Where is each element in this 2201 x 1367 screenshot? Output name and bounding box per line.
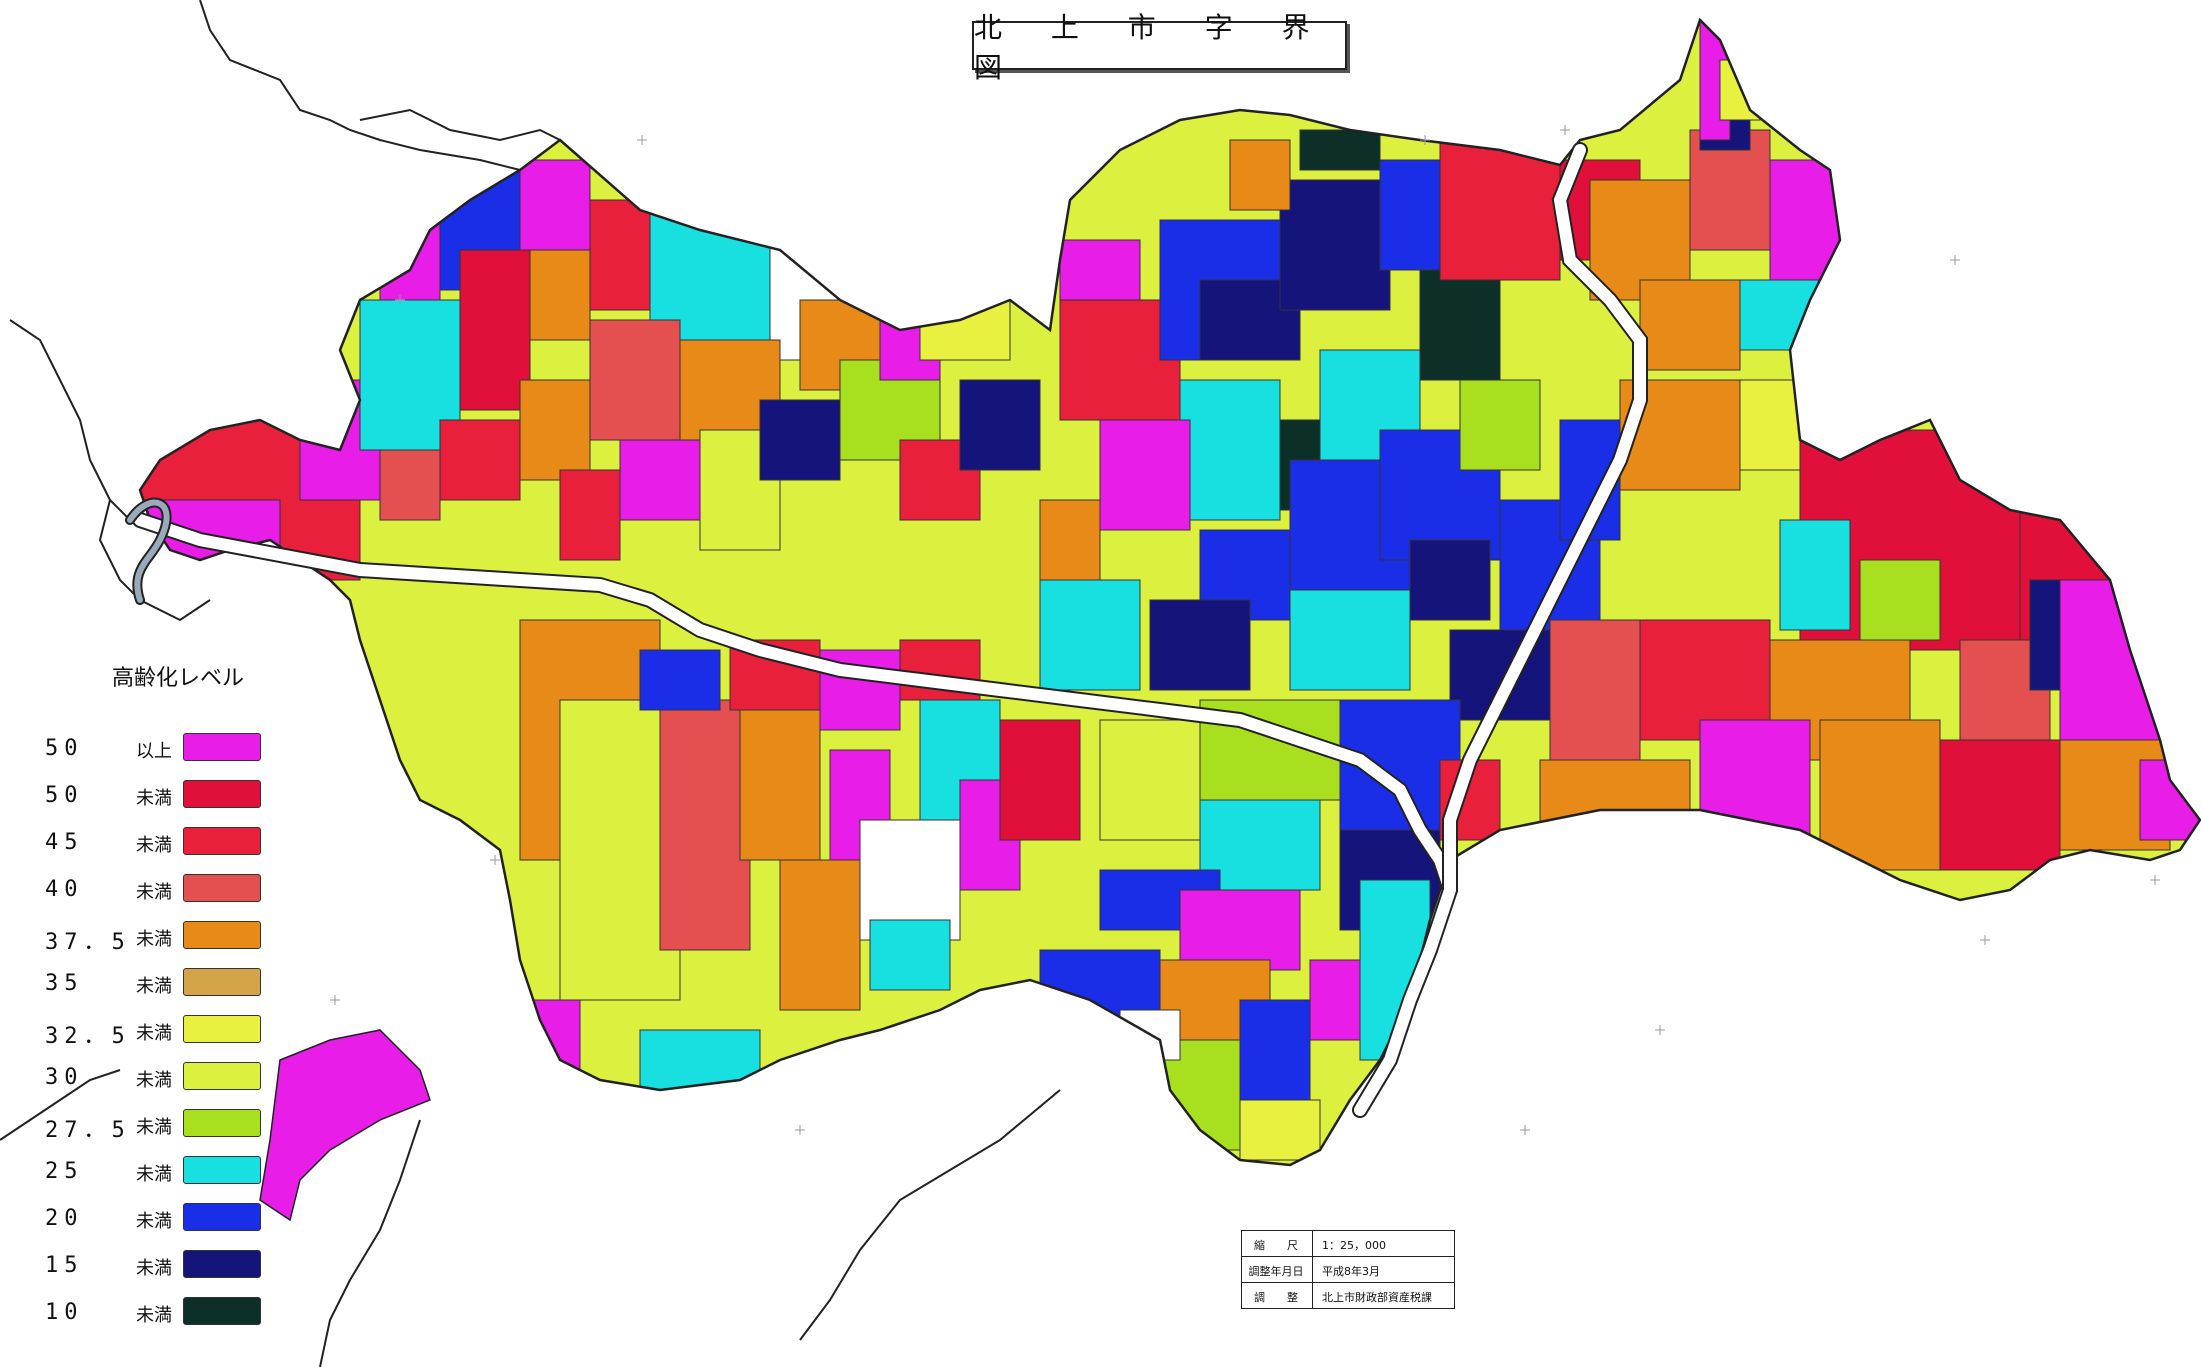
- legend-item: 27．5 未満: [30, 1106, 270, 1143]
- legend-qualifier: 未満: [136, 1070, 172, 1091]
- legend-value: 50: [45, 736, 84, 761]
- legend-value: 40: [45, 877, 84, 902]
- legend-item: 40 未満: [30, 871, 270, 905]
- info-divider: [1312, 1257, 1313, 1282]
- info-value: 北上市財政部資産税課: [1322, 1291, 1432, 1304]
- legend-qualifier: 未満: [136, 835, 172, 856]
- info-label: 調整年月日: [1248, 1265, 1304, 1278]
- info-label: 調 整: [1254, 1291, 1298, 1304]
- legend-item: 37．5 未満: [30, 918, 270, 955]
- legend-swatch: [183, 1156, 261, 1184]
- legend-swatch: [183, 1297, 261, 1325]
- legend-value: 50: [45, 783, 84, 808]
- legend-value: 15: [45, 1253, 84, 1278]
- info-value: 1：25，000: [1322, 1239, 1386, 1252]
- legend-qualifier: 未満: [136, 1211, 172, 1232]
- legend-qualifier: 未満: [136, 929, 172, 950]
- legend-heading: 高齢化レベル: [112, 666, 245, 691]
- legend-item: 50 以上: [30, 730, 270, 764]
- legend-item: 50 未満: [30, 777, 270, 811]
- legend-value: 32．5: [45, 1024, 131, 1049]
- legend-value: 45: [45, 830, 84, 855]
- legend-qualifier: 未満: [136, 882, 172, 903]
- info-divider: [1312, 1283, 1313, 1309]
- legend-item: 30 未満: [30, 1059, 270, 1093]
- legend-swatch: [183, 780, 261, 808]
- legend-swatch: [183, 874, 261, 902]
- legend-swatch: [183, 1015, 261, 1043]
- legend-qualifier: 未満: [136, 788, 172, 809]
- legend-item: 25 未満: [30, 1153, 270, 1187]
- rivers: [125, 142, 1648, 1118]
- legend-swatch: [183, 1250, 261, 1278]
- legend-value: 10: [45, 1300, 84, 1325]
- legend-qualifier: 未満: [136, 1258, 172, 1279]
- legend-swatch: [183, 1203, 261, 1231]
- legend-value: 37．5: [45, 930, 131, 955]
- outer-boundary-lines: [0, 0, 1061, 1367]
- legend-item: 32．5 未満: [30, 1012, 270, 1049]
- info-label: 縮 尺: [1254, 1239, 1298, 1252]
- legend-qualifier: 以上: [136, 741, 172, 762]
- info-value: 平成8年3月: [1322, 1265, 1380, 1278]
- legend-qualifier: 未満: [136, 1117, 172, 1138]
- map-title: 北 上 市 字 界 図: [972, 11, 1347, 84]
- legend-swatch: [183, 968, 261, 996]
- legend-item: 15 未満: [30, 1247, 270, 1281]
- map-info-table: 縮 尺 1：25，000 調整年月日 平成8年3月 調 整 北上市財政部資産税課: [1241, 1230, 1455, 1309]
- southern-district: [260, 1030, 430, 1220]
- legend-value: 25: [45, 1159, 84, 1184]
- legend-item: 10 未満: [30, 1294, 270, 1328]
- legend-qualifier: 未満: [136, 976, 172, 997]
- legend-item: 45 未満: [30, 824, 270, 858]
- legend-value: 35: [45, 971, 84, 996]
- legend-swatch: [183, 1062, 261, 1090]
- legend-swatch: [183, 827, 261, 855]
- legend-value: 27．5: [45, 1118, 131, 1143]
- info-row-preparer: 調 整 北上市財政部資産税課: [1242, 1283, 1454, 1309]
- legend-item: 20 未満: [30, 1200, 270, 1234]
- legend: 高齢化レベル 50 以上 50 未満 45 未満 40 未満 37．5 未満 3…: [30, 660, 270, 1340]
- legend-swatch: [183, 733, 261, 761]
- legend-qualifier: 未満: [136, 1023, 172, 1044]
- district-patchwork: [140, 20, 2200, 1165]
- registration-marks: [330, 125, 2160, 1135]
- legend-qualifier: 未満: [136, 1164, 172, 1185]
- info-divider: [1312, 1231, 1313, 1256]
- legend-item: 35 未満: [30, 965, 270, 999]
- legend-qualifier: 未満: [136, 1305, 172, 1326]
- info-row-scale: 縮 尺 1：25，000: [1242, 1231, 1454, 1257]
- info-row-date: 調整年月日 平成8年3月: [1242, 1257, 1454, 1283]
- legend-swatch: [183, 1109, 261, 1137]
- legend-value: 20: [45, 1206, 84, 1231]
- legend-swatch: [183, 921, 261, 949]
- legend-value: 30: [45, 1065, 84, 1090]
